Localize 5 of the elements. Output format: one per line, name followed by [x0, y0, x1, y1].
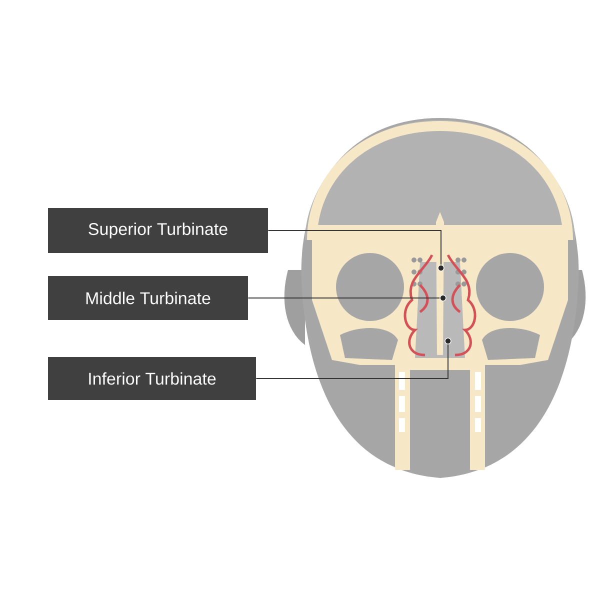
label-box: Inferior Turbinate — [48, 357, 256, 400]
label-box: Middle Turbinate — [48, 276, 248, 320]
leader-line — [256, 344, 448, 379]
leader-line — [268, 230, 442, 266]
label-box: Superior Turbinate — [48, 208, 268, 253]
